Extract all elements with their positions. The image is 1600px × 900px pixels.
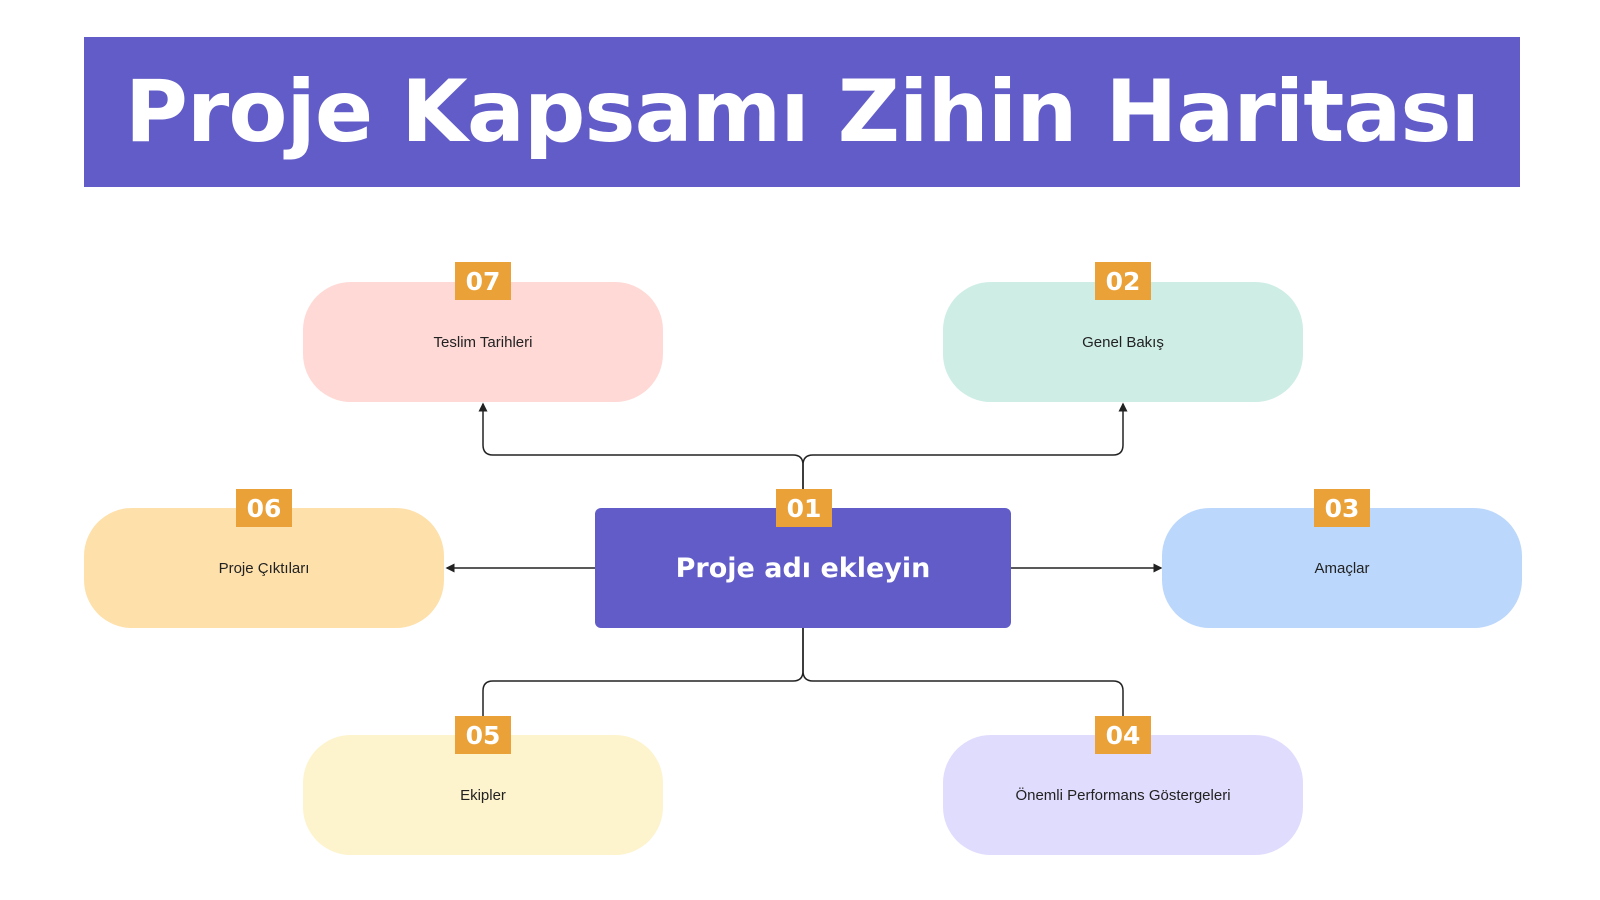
connector-to-genel-bakis xyxy=(802,402,1128,490)
node-teslim-tarihleri[interactable]: Teslim Tarihleri xyxy=(303,282,663,402)
connector-to-performans xyxy=(802,628,1124,716)
node-performans-gostergeleri[interactable]: Önemli Performans Göstergeleri xyxy=(943,735,1303,855)
node-number-badge: 04 xyxy=(1095,716,1151,754)
node-number-badge: 02 xyxy=(1095,262,1151,300)
node-proje-ciktilari[interactable]: Proje Çıktıları xyxy=(84,508,444,628)
connector-to-ekipler xyxy=(482,628,804,716)
center-number-badge: 01 xyxy=(776,489,832,527)
node-amaclar[interactable]: Amaçlar xyxy=(1162,508,1522,628)
node-number-badge: 06 xyxy=(236,489,292,527)
node-number-badge: 03 xyxy=(1314,489,1370,527)
node-label: Proje Çıktıları xyxy=(218,559,310,577)
page-title: Proje Kapsamı Zihin Haritası xyxy=(124,62,1480,162)
node-label: Teslim Tarihleri xyxy=(433,333,533,351)
center-node[interactable]: Proje adı ekleyin xyxy=(595,508,1011,628)
node-number-badge: 05 xyxy=(455,716,511,754)
node-label: Amaçlar xyxy=(1314,559,1370,577)
node-number-badge: 07 xyxy=(455,262,511,300)
node-label: Önemli Performans Göstergeleri xyxy=(1015,786,1231,804)
connector-to-teslim-tarihleri xyxy=(478,402,804,490)
node-ekipler[interactable]: Ekipler xyxy=(303,735,663,855)
node-genel-bakis[interactable]: Genel Bakış xyxy=(943,282,1303,402)
center-node-label: Proje adı ekleyin xyxy=(675,552,931,584)
node-label: Ekipler xyxy=(460,786,506,804)
node-label: Genel Bakış xyxy=(1082,333,1164,351)
title-banner: Proje Kapsamı Zihin Haritası xyxy=(84,37,1520,187)
